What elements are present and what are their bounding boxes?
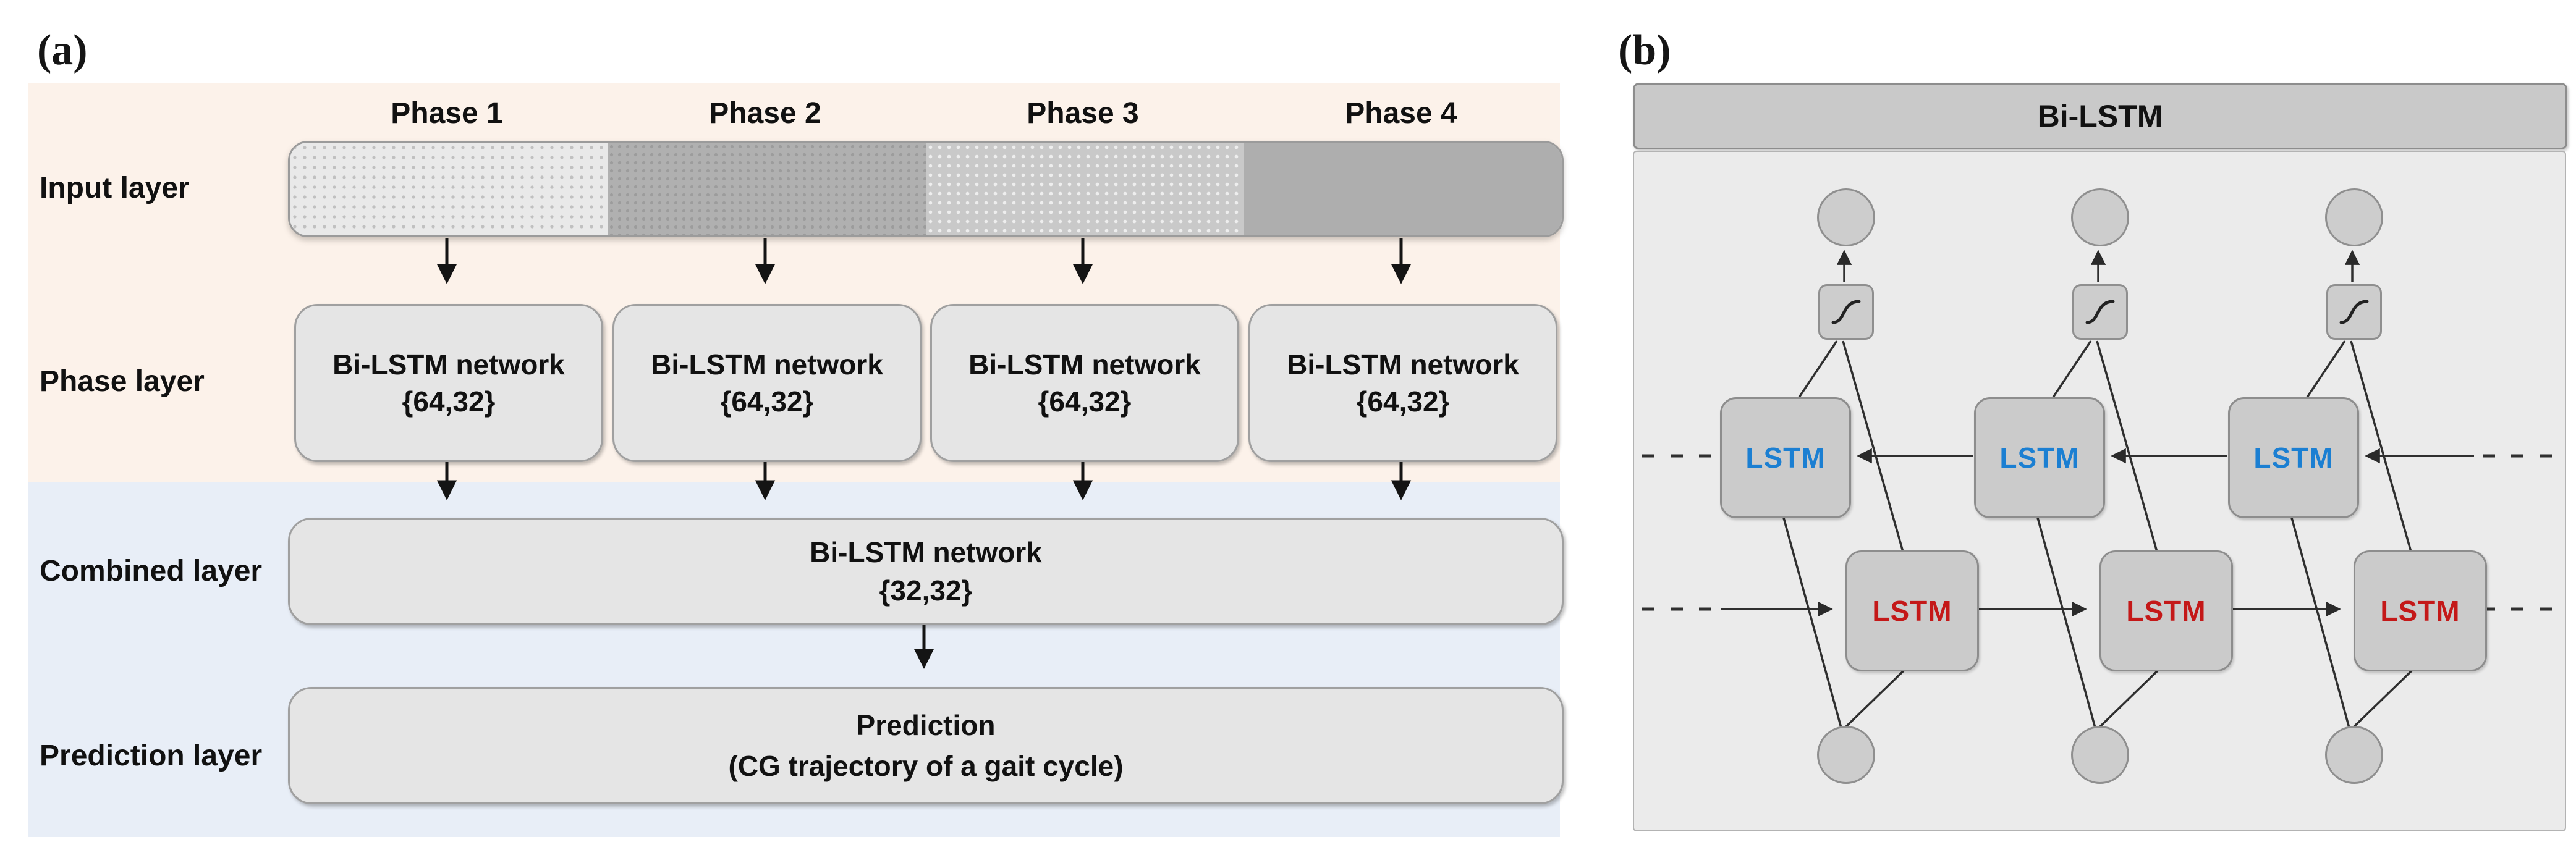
- backward-lstm-cell-t1: LSTM: [1720, 397, 1851, 518]
- phase-1-header: Phase 1: [391, 97, 503, 130]
- sigmoid-activation-icon: [2085, 300, 2115, 324]
- output-node-t1: [1817, 188, 1875, 246]
- input-node-t3: [2325, 726, 2383, 784]
- phase-4-bilstm-box: Bi-LSTM network {64,32}: [1248, 304, 1557, 462]
- backward-lstm-cell-t2: LSTM: [1974, 397, 2105, 518]
- output-node-t2: [2071, 188, 2129, 246]
- phase-4-header: Phase 4: [1345, 97, 1457, 130]
- row-label-input-layer: Input layer: [40, 172, 190, 204]
- input-sequence-bar: [288, 141, 1564, 237]
- backward-lstm-label: LSTM: [1999, 442, 2080, 474]
- backward-lstm-label: LSTM: [2253, 442, 2334, 474]
- backward-lstm-label: LSTM: [1745, 442, 1826, 474]
- backward-lstm-cell-t3: LSTM: [2228, 397, 2359, 518]
- prediction-box-title: Prediction: [856, 709, 996, 741]
- bilstm-header-title: Bi-LSTM: [2037, 99, 2163, 133]
- activation-box-t3: [2326, 284, 2382, 340]
- phase-box-units: {64,32}: [720, 385, 814, 418]
- forward-lstm-cell-t3: LSTM: [2354, 550, 2487, 671]
- phase-1-bilstm-box: Bi-LSTM network {64,32}: [294, 304, 603, 462]
- activation-box-t2: [2072, 284, 2128, 340]
- phase-box-units: {64,32}: [1356, 385, 1450, 418]
- phase-2-bilstm-box: Bi-LSTM network {64,32}: [612, 304, 922, 462]
- forward-lstm-cell-t1: LSTM: [1845, 550, 1979, 671]
- sigmoid-activation-icon: [2339, 300, 2369, 324]
- input-bar-segment-phase-4: [1244, 143, 1562, 235]
- input-bar-segment-phase-3: [926, 143, 1244, 235]
- combined-bilstm-box: Bi-LSTM network {32,32}: [288, 518, 1564, 625]
- input-bar-segment-phase-2: [608, 143, 926, 235]
- phase-box-title: Bi-LSTM network: [333, 348, 565, 381]
- panel-a-label: (a): [37, 27, 88, 74]
- output-node-t3: [2325, 188, 2383, 246]
- phase-3-header: Phase 3: [1027, 97, 1139, 130]
- row-label-combined-layer: Combined layer: [40, 555, 263, 587]
- phase-2-header: Phase 2: [709, 97, 821, 130]
- input-node-t1: [1817, 726, 1875, 784]
- forward-lstm-label: LSTM: [1872, 595, 1952, 627]
- phase-box-title: Bi-LSTM network: [1287, 348, 1519, 381]
- phase-box-units: {64,32}: [1038, 385, 1132, 418]
- activation-box-t1: [1818, 284, 1874, 340]
- combined-box-title: Bi-LSTM network: [810, 536, 1042, 568]
- phase-box-title: Bi-LSTM network: [651, 348, 883, 381]
- input-node-t2: [2071, 726, 2129, 784]
- forward-lstm-label: LSTM: [2380, 595, 2460, 627]
- sigmoid-activation-icon: [1831, 300, 1861, 324]
- row-label-phase-layer: Phase layer: [40, 365, 205, 398]
- combined-box-units: {32,32}: [879, 574, 973, 607]
- bilstm-header-bar: Bi-LSTM: [1633, 83, 2567, 149]
- phase-box-title: Bi-LSTM network: [968, 348, 1201, 381]
- phase-box-units: {64,32}: [402, 385, 496, 418]
- prediction-box-subtitle: (CG trajectory of a gait cycle): [728, 750, 1124, 782]
- input-bar-segment-phase-1: [290, 143, 608, 235]
- prediction-box: Prediction (CG trajectory of a gait cycl…: [288, 687, 1564, 804]
- panel-b-label: (b): [1618, 27, 1671, 74]
- forward-lstm-cell-t2: LSTM: [2099, 550, 2233, 671]
- forward-lstm-label: LSTM: [2126, 595, 2206, 627]
- phase-3-bilstm-box: Bi-LSTM network {64,32}: [930, 304, 1239, 462]
- row-label-prediction-layer: Prediction layer: [40, 739, 263, 772]
